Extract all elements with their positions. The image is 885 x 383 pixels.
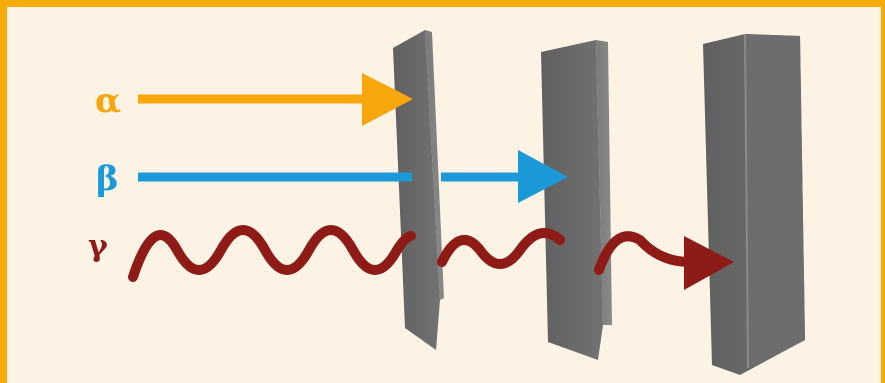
- barrier-1: [393, 30, 444, 350]
- beta-ray: [138, 150, 568, 203]
- barrier-2: [541, 40, 612, 360]
- barrier-3: [703, 34, 805, 375]
- alpha-symbol: α: [95, 81, 121, 121]
- gamma-symbol: γ: [88, 229, 108, 264]
- alpha-ray: [138, 73, 413, 126]
- beta-symbol: β: [96, 159, 119, 199]
